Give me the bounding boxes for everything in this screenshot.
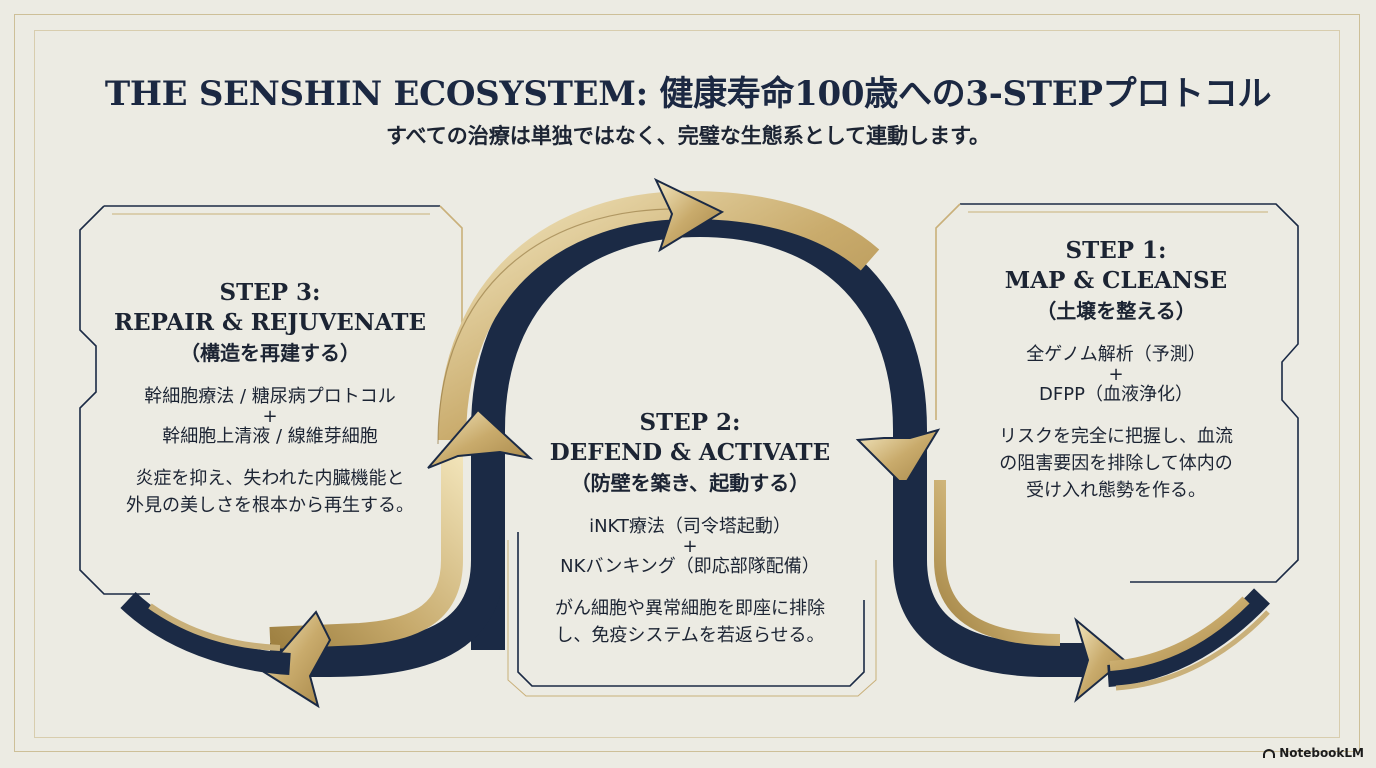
step1-item1: 全ゲノム解析（予測） [1026,344,1206,365]
step3-desc-line2: 外見の美しさを根本から再生する。 [126,495,414,516]
step1-panel: STEP 1: MAP & CLEANSE （土壌を整える） 全ゲノム解析（予測… [956,236,1276,504]
step1-desc-line3: 受け入れ態勢を作る。 [1026,480,1206,501]
step2-desc-line2: し、免疫システムを若返らせる。 [555,625,825,646]
step2-item1: iNKT療法（司令塔起動） [589,516,791,537]
down-arrow-head [855,428,941,488]
step3-title-line1: STEP 3: [219,279,321,306]
rise-arrow-head [427,408,534,469]
left-curl [120,591,291,675]
page-title: THE SENSHIN ECOSYSTEM: 健康寿命100歳への3-STEPプ… [104,74,1272,114]
step2-panel-frame [507,532,877,697]
brand-label: NotebookLM [1279,746,1364,760]
left-swoop-gold [269,450,463,649]
step2-subtitle: （防壁を築き、起動する） [570,471,810,495]
notebooklm-badge: NotebookLM [1263,746,1364,760]
step1-panel-frame [935,203,1299,583]
right-swoop-navy [893,480,1100,677]
step1-desc-line2: の阻害要因を排除して体内の [999,453,1233,474]
step3-plus: + [262,406,278,427]
top-arrow-head [653,177,725,253]
step1-title-line2: MAP & CLEANSE [1004,267,1228,294]
step3-subtitle: （構造を再建する） [180,341,360,365]
left-swoop-navy [270,440,505,677]
right-arrow-head [1074,617,1126,703]
step1-title-line1: STEP 1: [1065,237,1167,264]
step3-title-line2: REPAIR & REJUVENATE [114,309,426,336]
step3-item1: 幹細胞療法 / 糖尿病プロトコル [144,386,396,407]
arch-gold-band [438,190,880,441]
notebooklm-logo-icon [1263,748,1276,758]
right-trail [1107,588,1270,687]
step2-item2: NKバンキング（即応部隊配備） [560,556,820,577]
step1-subtitle: （土壌を整える） [1036,299,1196,323]
step1-plus: + [1108,364,1124,385]
right-swoop-gold [934,480,1061,646]
step2-panel: STEP 2: DEFEND & ACTIVATE （防壁を築き、起動する） i… [520,408,860,649]
step2-plus: + [682,536,698,557]
step2-title-line2: DEFEND & ACTIVATE [549,439,831,466]
step2-desc-line1: がん細胞や異常細胞を即座に排除 [555,598,825,619]
step1-item2: DFPP（血液浄化） [1039,384,1193,405]
step2-title-line1: STEP 2: [639,409,741,436]
outer-frame [14,14,1360,752]
step1-desc-line1: リスクを完全に把握し、血流 [999,426,1233,447]
inner-frame [34,30,1340,738]
step3-panel: STEP 3: REPAIR & REJUVENATE （構造を再建する） 幹細… [90,278,450,519]
step3-panel-frame [79,205,463,595]
step3-item2: 幹細胞上清液 / 線維芽細胞 [162,426,378,447]
step3-desc-line1: 炎症を抑え、失われた内臓機能と [135,468,405,489]
page-subtitle: すべての治療は単独ではなく、完璧な生態系として連動します。 [386,124,990,148]
